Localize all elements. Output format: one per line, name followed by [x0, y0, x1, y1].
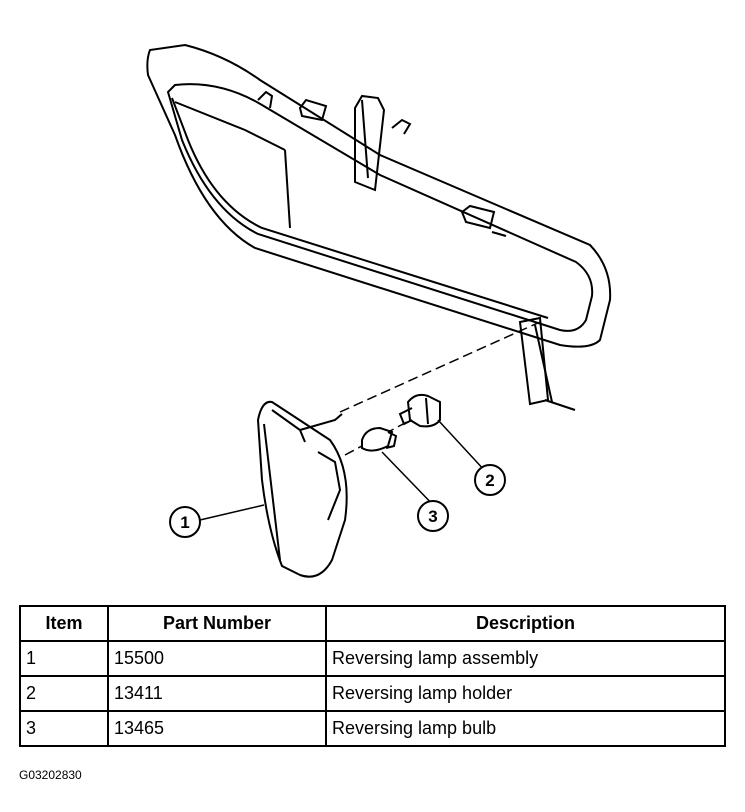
cell-item: 3: [19, 710, 109, 747]
header-part-number: Part Number: [107, 605, 327, 642]
cell-description: Reversing lamp assembly: [325, 640, 726, 677]
table-row: 2 13411 Reversing lamp holder: [19, 675, 726, 712]
cell-description: Reversing lamp bulb: [325, 710, 726, 747]
reversing-lamp-assembly: [256, 400, 348, 578]
reversing-lamp-holder: [398, 393, 441, 428]
header-item: Item: [19, 605, 109, 642]
figure-code: G03202830: [19, 768, 82, 782]
assembly-dashed-line: [339, 321, 541, 456]
cell-part-number: 13465: [107, 710, 327, 747]
bezel-frame: [146, 43, 612, 411]
cell-item: 1: [19, 640, 109, 677]
table-row: 3 13465 Reversing lamp bulb: [19, 710, 726, 747]
cell-part-number: 13411: [107, 675, 327, 712]
cell-description: Reversing lamp holder: [325, 675, 726, 712]
parts-table: Item Part Number Description 1 15500 Rev…: [19, 605, 726, 747]
reversing-lamp-bulb: [361, 426, 398, 452]
callout-3: 3: [417, 500, 449, 532]
table-row: 1 15500 Reversing lamp assembly: [19, 640, 726, 677]
table-header-row: Item Part Number Description: [19, 605, 726, 642]
cell-item: 2: [19, 675, 109, 712]
callout-3-label: 3: [428, 507, 437, 526]
exploded-parts-illustration: 1 2 3: [146, 43, 612, 578]
callout-1: 1: [169, 506, 201, 538]
callout-2-label: 2: [485, 471, 494, 490]
header-description: Description: [325, 605, 726, 642]
callout-2: 2: [474, 464, 506, 496]
callout-1-label: 1: [180, 513, 189, 532]
cell-part-number: 15500: [107, 640, 327, 677]
